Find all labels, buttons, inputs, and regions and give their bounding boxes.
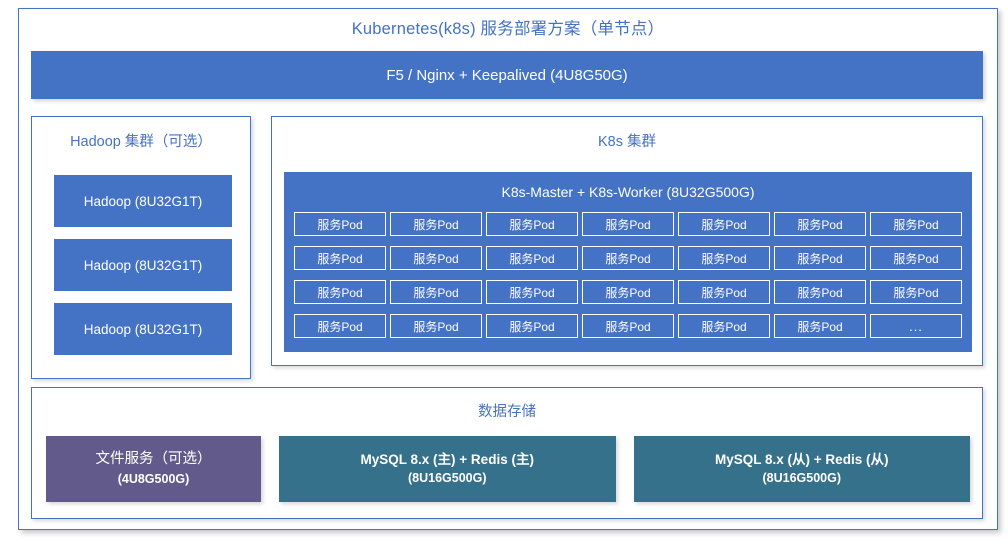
pod-item: 服务Pod xyxy=(294,212,386,236)
mysql-master-box: MySQL 8.x (主) + Redis (主) (8U16G500G) xyxy=(279,436,616,502)
load-balancer-label: F5 / Nginx + Keepalived (4U8G50G) xyxy=(386,66,628,84)
pod-grid: 服务Pod 服务Pod 服务Pod 服务Pod 服务Pod 服务Pod 服务Po… xyxy=(294,212,962,338)
pod-item: 服务Pod xyxy=(870,246,962,270)
mysql-slave-label: MySQL 8.x (从) + Redis (从) xyxy=(715,452,889,468)
hadoop-cluster-title: Hadoop 集群（可选） xyxy=(70,134,212,150)
mysql-slave-spec: (8U16G500G) xyxy=(762,471,841,486)
k8s-node-label: K8s-Master + K8s-Worker (8U32G500G) xyxy=(501,184,755,200)
data-storage-row: 文件服务（可选） (4U8G500G) MySQL 8.x (主) + Redi… xyxy=(46,436,970,502)
pod-item: 服务Pod xyxy=(582,314,674,338)
middle-section: Hadoop 集群（可选） Hadoop (8U32G1T) Hadoop (8… xyxy=(31,116,983,379)
pod-item: 服务Pod xyxy=(390,280,482,304)
data-storage-title: 数据存储 xyxy=(478,404,536,420)
hadoop-cluster-panel: Hadoop 集群（可选） Hadoop (8U32G1T) Hadoop (8… xyxy=(31,116,251,379)
pod-item: 服务Pod xyxy=(486,280,578,304)
pod-item: 服务Pod xyxy=(870,280,962,304)
k8s-cluster-title: K8s 集群 xyxy=(597,134,656,150)
pod-item: 服务Pod xyxy=(678,212,770,236)
hadoop-node: Hadoop (8U32G1T) xyxy=(54,303,232,355)
pod-item: 服务Pod xyxy=(294,280,386,304)
pod-item: 服务Pod xyxy=(870,212,962,236)
pod-item: 服务Pod xyxy=(390,314,482,338)
hadoop-node: Hadoop (8U32G1T) xyxy=(54,239,232,291)
file-service-spec: (4U8G500G) xyxy=(117,472,190,487)
pod-item: 服务Pod xyxy=(294,246,386,270)
load-balancer-bar: F5 / Nginx + Keepalived (4U8G50G) xyxy=(31,51,983,99)
k8s-cluster-panel: K8s 集群 K8s-Master + K8s-Worker (8U32G500… xyxy=(271,116,983,366)
pod-item: 服务Pod xyxy=(390,246,482,270)
pod-item: 服务Pod xyxy=(486,246,578,270)
pod-item: 服务Pod xyxy=(294,314,386,338)
file-service-label: 文件服务（可选） xyxy=(95,451,212,468)
pod-item: 服务Pod xyxy=(486,314,578,338)
pod-item: 服务Pod xyxy=(486,212,578,236)
pod-item-more: ... xyxy=(870,314,962,338)
pod-item: 服务Pod xyxy=(774,212,866,236)
page-title: Kubernetes(k8s) 服务部署方案（单节点） xyxy=(351,20,665,38)
pod-item: 服务Pod xyxy=(774,280,866,304)
architecture-outer-frame: Kubernetes(k8s) 服务部署方案（单节点） F5 / Nginx +… xyxy=(18,8,998,530)
mysql-master-spec: (8U16G500G) xyxy=(407,471,487,486)
mysql-master-label: MySQL 8.x (主) + Redis (主) xyxy=(360,452,534,468)
hadoop-node-label: Hadoop (8U32G1T) xyxy=(83,321,203,337)
mysql-slave-box: MySQL 8.x (从) + Redis (从) (8U16G500G) xyxy=(633,436,970,502)
pod-item: 服务Pod xyxy=(582,246,674,270)
file-service-box: 文件服务（可选） (4U8G500G) xyxy=(46,436,261,502)
pod-item: 服务Pod xyxy=(678,280,770,304)
pod-item: 服务Pod xyxy=(582,212,674,236)
pod-item: 服务Pod xyxy=(582,280,674,304)
pod-item: 服务Pod xyxy=(678,246,770,270)
hadoop-node-list: Hadoop (8U32G1T) Hadoop (8U32G1T) Hadoop… xyxy=(54,175,232,367)
hadoop-node: Hadoop (8U32G1T) xyxy=(54,175,232,227)
pod-item: 服务Pod xyxy=(774,314,866,338)
pod-item: 服务Pod xyxy=(390,212,482,236)
hadoop-node-label: Hadoop (8U32G1T) xyxy=(83,257,203,273)
pod-item: 服务Pod xyxy=(774,246,866,270)
data-storage-panel: 数据存储 文件服务（可选） (4U8G500G) MySQL 8.x (主) +… xyxy=(31,387,983,519)
pod-item: 服务Pod xyxy=(678,314,770,338)
hadoop-node-label: Hadoop (8U32G1T) xyxy=(83,193,203,209)
k8s-node-block: K8s-Master + K8s-Worker (8U32G500G) 服务Po… xyxy=(284,172,972,352)
